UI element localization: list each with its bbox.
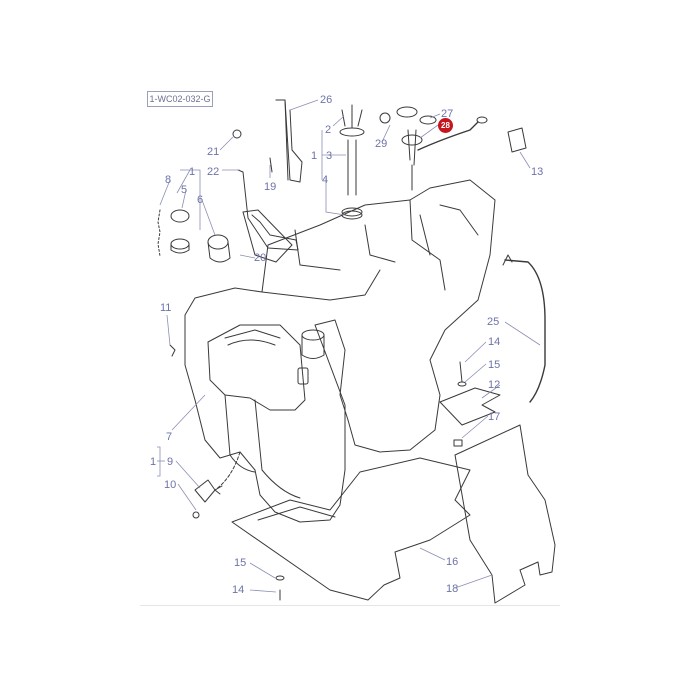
leader-bracket-top (176, 169, 191, 194)
callout-25[interactable]: 25 (487, 316, 500, 328)
leader-8 (159, 179, 171, 206)
callout-15[interactable]: 15 (234, 557, 247, 569)
leader-2 (332, 115, 345, 127)
leader-21 (219, 136, 234, 151)
callout-14[interactable]: 14 (232, 584, 245, 596)
leader-29 (381, 124, 391, 143)
leader-1b (180, 169, 201, 230)
callout-9[interactable]: 9 (167, 456, 174, 468)
callout-19[interactable]: 19 (264, 181, 277, 193)
floor-plate (231, 457, 471, 601)
callout-15[interactable]: 15 (488, 359, 501, 371)
callout-1[interactable]: 1 (189, 166, 196, 178)
leader-16 (419, 547, 446, 561)
callout-8[interactable]: 8 (165, 174, 172, 186)
fuel-tank-body (184, 179, 496, 523)
callout-6[interactable]: 6 (197, 194, 204, 206)
leader-14a (464, 341, 487, 363)
callout-16[interactable]: 16 (446, 556, 459, 568)
leader-14b (249, 589, 277, 593)
callout-2[interactable]: 2 (325, 124, 332, 136)
leader-18 (454, 574, 493, 589)
callout-29[interactable]: 29 (375, 138, 388, 150)
leader-9 (175, 460, 201, 489)
callout-22[interactable]: 22 (207, 166, 220, 178)
leader-7 (171, 394, 206, 431)
leader-15a (464, 363, 487, 383)
callout-26[interactable]: 26 (320, 94, 333, 106)
leader-28 (419, 124, 439, 139)
callout-12[interactable]: 12 (488, 379, 501, 391)
callout-20[interactable]: 20 (254, 252, 267, 264)
callout-1[interactable]: 1 (311, 150, 318, 162)
leader-13 (519, 151, 531, 169)
callout-13[interactable]: 13 (531, 166, 544, 178)
callout-4[interactable]: 4 (322, 174, 329, 186)
sender-wire (417, 121, 479, 151)
callout-3[interactable]: 3 (326, 150, 333, 162)
fuel-pipe (504, 259, 546, 403)
mount-plate (439, 387, 501, 426)
leader-20 (239, 254, 256, 259)
leader-12 (481, 384, 501, 399)
leader-10 (177, 483, 197, 511)
callout-27[interactable]: 27 (441, 108, 454, 120)
callout-5[interactable]: 5 (181, 184, 188, 196)
divider (140, 605, 560, 606)
leader-11 (166, 314, 171, 346)
callout-18[interactable]: 18 (446, 583, 459, 595)
reference-code: 1-WC02-032-G (147, 91, 213, 107)
callout-7[interactable]: 7 (166, 431, 173, 443)
leader-6 (201, 199, 216, 236)
callout-11[interactable]: 11 (160, 302, 172, 314)
leader-bracket-left (157, 446, 161, 477)
callout-17[interactable]: 17 (488, 411, 501, 423)
leader-17 (461, 415, 489, 439)
leader-26 (289, 99, 319, 111)
callout-10[interactable]: 10 (164, 479, 177, 491)
sender-tube (347, 139, 357, 196)
leader-27 (429, 113, 441, 119)
callout-21[interactable]: 21 (207, 146, 220, 158)
callout-14[interactable]: 14 (488, 336, 501, 348)
leader-4 (325, 178, 346, 216)
leader-5 (181, 189, 187, 209)
leader-25 (504, 321, 541, 346)
callout-1[interactable]: 1 (150, 456, 157, 468)
side-bracket (454, 424, 556, 604)
callout-28-highlighted[interactable]: 28 (438, 118, 453, 133)
leader-15b (249, 562, 276, 579)
tank-strap (275, 99, 303, 183)
reservoir-tank (207, 324, 306, 411)
